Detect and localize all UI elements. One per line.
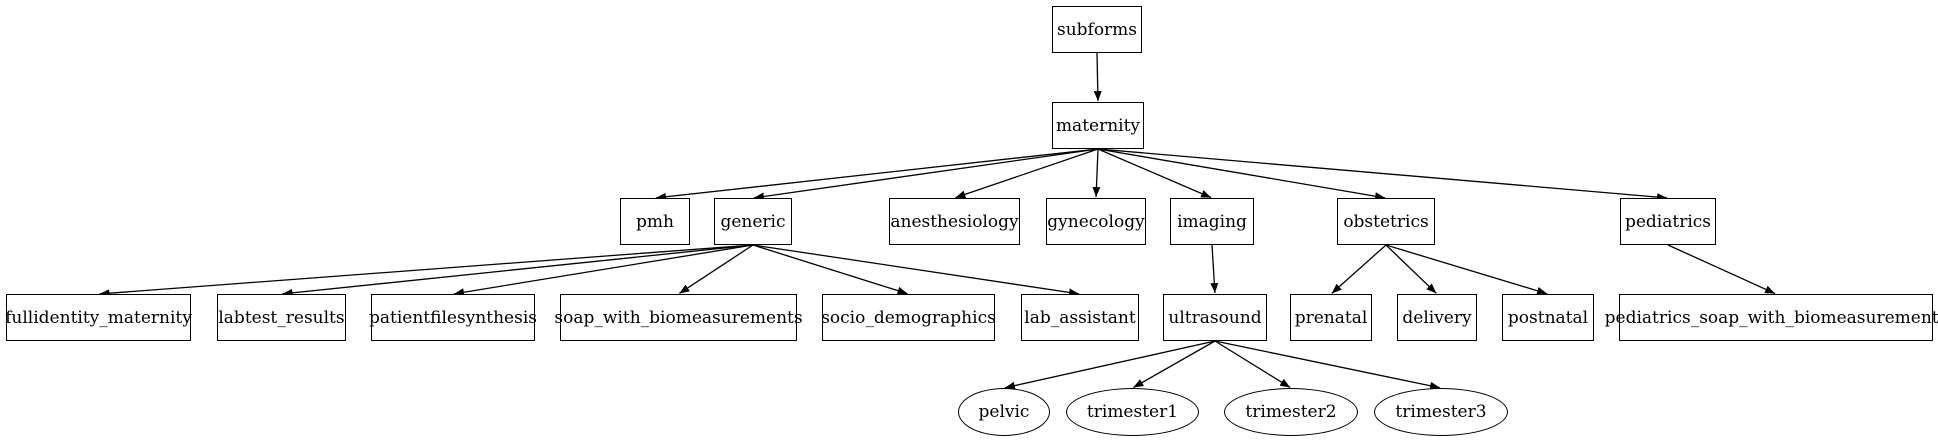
edge-generic-to-socio_demographics <box>752 244 908 295</box>
edge-maternity-to-imaging <box>1097 148 1212 199</box>
edge-generic-to-patientfilesynthesis <box>453 244 754 297</box>
node-ultrasound: ultrasound <box>1163 294 1267 341</box>
node-imaging: imaging <box>1170 198 1254 245</box>
node-gynecology: gynecology <box>1046 198 1146 245</box>
edge-pediatrics-to-pediatrics_soap_with_biomeasurements <box>1667 244 1776 295</box>
edge-ultrasound-to-pelvic <box>1004 340 1216 390</box>
edge-ultrasound-to-trimester2 <box>1214 340 1291 389</box>
edge-subforms-to-maternity <box>1093 52 1102 102</box>
edge-maternity-to-pediatrics <box>1097 148 1668 202</box>
edge-obstetrics-to-postnatal <box>1385 244 1548 295</box>
node-postnatal: postnatal <box>1502 294 1594 341</box>
node-prenatal: prenatal <box>1290 294 1372 341</box>
edge-generic-to-soap_with_biomeasurements <box>678 244 754 294</box>
edge-generic-to-lab_assistant <box>752 244 1080 297</box>
node-trimester1: trimester1 <box>1066 388 1199 436</box>
node-soap-with-biomeasurements: soap_with_biomeasurements <box>554 294 803 341</box>
node-socio-demographics: socio_demographics <box>821 294 996 341</box>
node-pmh: pmh <box>620 198 690 245</box>
node-trimester2: trimester2 <box>1224 388 1358 436</box>
node-lab-assistant: lab_assistant <box>1021 294 1139 341</box>
node-subforms: subforms <box>1052 6 1142 53</box>
node-pediatrics-soap-with-biomeasurements: pediatrics_soap_with_biomeasurements <box>1605 294 1938 341</box>
edge-maternity-to-obstetrics <box>1097 148 1386 201</box>
edge-maternity-to-anesthesiology <box>955 148 1099 199</box>
node-generic: generic <box>714 198 792 245</box>
node-obstetrics: obstetrics <box>1337 198 1435 245</box>
node-anesthesiology: anesthesiology <box>889 198 1020 245</box>
node-trimester3: trimester3 <box>1374 388 1508 436</box>
edge-imaging-to-ultrasound <box>1210 244 1219 294</box>
edge-obstetrics-to-prenatal <box>1331 244 1387 294</box>
node-patientfilesynthesis: patientfilesynthesis <box>369 294 537 341</box>
node-labtest-results: labtest_results <box>217 294 346 341</box>
edge-generic-to-fullidentity_maternity <box>99 244 754 298</box>
edge-ultrasound-to-trimester1 <box>1133 340 1216 389</box>
node-pelvic: pelvic <box>958 388 1050 436</box>
edge-maternity-to-pmh <box>655 148 1099 201</box>
edge-maternity-to-generic <box>753 148 1099 201</box>
edge-ultrasound-to-trimester3 <box>1214 340 1441 390</box>
edge-maternity-to-gynecology <box>1092 148 1101 198</box>
edge-generic-to-labtest_results <box>282 244 754 297</box>
node-pediatrics: pediatrics <box>1620 198 1716 245</box>
node-delivery: delivery <box>1397 294 1477 341</box>
edge-obstetrics-to-delivery <box>1385 244 1437 294</box>
node-fullidentity-maternity: fullidentity_maternity <box>5 294 192 341</box>
node-maternity: maternity <box>1052 102 1144 149</box>
